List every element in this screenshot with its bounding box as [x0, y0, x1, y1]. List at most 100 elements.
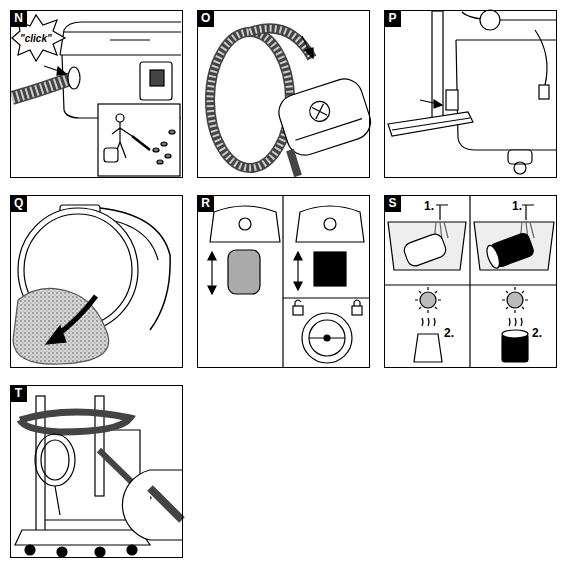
hose-coil-drawing-part	[250, 28, 312, 58]
nozzle-park-drawing-part	[434, 100, 442, 108]
storage-drawing-part	[95, 547, 105, 557]
filter-wash-dry-drawing-part	[414, 334, 442, 362]
storage-drawing-part	[25, 545, 35, 555]
hose-coil-drawing-part	[274, 74, 375, 160]
hose-connect-drawing-part	[12, 79, 70, 98]
filter-wash-dry-drawing-part	[436, 205, 448, 220]
filter-change-drawing-part	[352, 306, 362, 315]
storage-drawing	[15, 396, 182, 557]
panel-letter: P	[384, 10, 401, 27]
hose-connect-drawing-part	[165, 154, 171, 158]
hose-connect-drawing-part	[57, 67, 66, 75]
storage-drawing-part	[127, 545, 137, 555]
hose-coil-drawing-part	[305, 48, 313, 58]
filter-wash-dry-drawing-part	[509, 318, 522, 326]
figure-panel: O	[197, 10, 370, 178]
filter-wash-dry-drawing-part	[502, 287, 528, 313]
filter-change-drawing-part	[297, 258, 298, 284]
filter-change-drawing-part	[239, 218, 251, 230]
nozzle-park-drawing-part	[392, 118, 470, 130]
filter-wash-dry-drawing-part	[388, 222, 466, 270]
hose-connect-drawing-part	[150, 70, 164, 86]
hose-connect-drawing-part	[153, 148, 159, 152]
filter-wash-dry-drawing	[384, 196, 557, 368]
storage-drawing-part	[55, 486, 60, 515]
storage-drawing-part	[20, 412, 130, 432]
nozzle-park-drawing-part	[480, 10, 500, 30]
empty-container-drawing	[13, 205, 170, 364]
hose-coil-drawing-part-part	[307, 99, 332, 124]
filter-wash-dry-drawing-part	[420, 292, 436, 308]
hose-connect-drawing-part	[169, 130, 175, 134]
panel-letter: O	[197, 10, 214, 27]
panel-letter: R	[197, 195, 214, 212]
storage-drawing-part	[150, 488, 182, 520]
hose-coil-drawing	[210, 28, 375, 176]
hose-connect-drawing-part	[132, 136, 150, 150]
hose-connect-drawing-part	[110, 39, 150, 40]
filter-change-drawing-part	[294, 252, 302, 260]
filter-change-drawing-part	[302, 313, 352, 363]
filter-change-drawing-part	[324, 218, 336, 230]
filter-wash-dry-drawing-part-part	[484, 244, 502, 270]
sound-text: "click"	[20, 33, 52, 44]
nozzle-park-drawing-part	[432, 11, 443, 123]
panel-letter: Q	[10, 195, 27, 212]
filter-wash-dry-drawing-part	[484, 232, 534, 270]
filter-wash-dry-drawing-part-part	[402, 232, 448, 268]
hose-connect-drawing-part	[98, 104, 180, 176]
storage-drawing-part	[15, 530, 150, 545]
filter-change-drawing-part	[283, 297, 370, 298]
filter-change-drawing-part	[294, 282, 302, 290]
hose-coil-drawing-part-part	[295, 119, 362, 141]
filter-wash-dry-drawing-part	[422, 318, 435, 326]
filter-change-drawing-part	[295, 300, 301, 306]
hose-coil-drawing-part	[210, 32, 290, 168]
hose-connect-drawing	[12, 15, 181, 176]
nozzle-park-drawing	[388, 10, 557, 174]
nozzle-park-drawing-part	[462, 12, 557, 20]
figure-panel: T	[10, 385, 183, 558]
hose-connect-drawing-part	[60, 22, 181, 55]
storage-drawing-part	[57, 547, 67, 557]
empty-container-drawing-part	[46, 326, 66, 344]
filter-change-drawing-part	[354, 300, 360, 306]
step-number: 1.	[512, 199, 522, 213]
storage-drawing-part	[35, 434, 75, 486]
filter-wash-dry-drawing-part	[507, 292, 523, 308]
filter-wash-dry-drawing-part	[502, 330, 528, 338]
filter-wash-dry-drawing-part	[469, 196, 470, 368]
nozzle-park-drawing-part	[514, 162, 526, 174]
figure-panel: R	[197, 195, 370, 368]
filter-change-drawing-part	[309, 320, 345, 356]
hose-connect-drawing-part	[68, 67, 80, 89]
filter-change-drawing	[208, 196, 370, 368]
hose-connect-drawing-part	[161, 142, 167, 146]
filter-change-drawing-part	[210, 206, 280, 242]
filter-change-drawing-part	[296, 206, 364, 242]
filter-wash-dry-drawing-part	[402, 232, 448, 268]
hose-connect-drawing-part	[140, 62, 172, 100]
hose-connect-drawing-part	[104, 148, 118, 162]
storage-drawing-part	[41, 440, 69, 480]
filter-change-drawing-part	[282, 196, 283, 368]
filter-wash-dry-drawing-part	[384, 284, 557, 285]
filter-wash-dry-drawing-part	[522, 205, 534, 220]
hose-connect-drawing-part	[116, 114, 124, 122]
step-number: 2.	[444, 326, 454, 340]
nozzle-park-drawing-part	[456, 39, 557, 40]
hose-coil-drawing-part-part	[312, 104, 327, 119]
filter-change-drawing-part	[293, 306, 303, 315]
empty-container-drawing-part	[13, 288, 109, 364]
hose-connect-drawing-part	[157, 160, 163, 164]
hose-coil-drawing-part	[250, 28, 312, 58]
hose-coil-drawing-part	[210, 32, 290, 168]
figure-panel: P	[384, 10, 557, 178]
step-number: 1.	[424, 199, 434, 213]
figure-panel: Q	[10, 195, 183, 368]
hose-connect-drawing-part	[64, 31, 181, 32]
panel-letter: S	[384, 195, 401, 212]
figure-panel: S	[384, 195, 557, 368]
